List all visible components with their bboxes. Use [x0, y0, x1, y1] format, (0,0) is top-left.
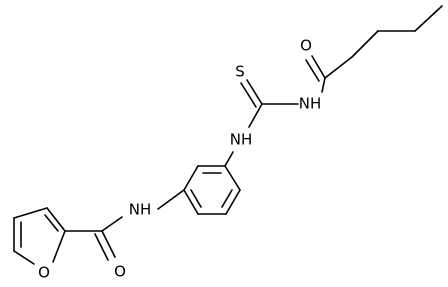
bond-carbonyl-top-double-a — [311, 55, 326, 79]
bond-carbonyl-to-nh — [321, 77, 326, 93]
atom-label-carbonyl-o-bottom: O — [114, 263, 126, 281]
bond-ring-4-5 — [183, 189, 199, 215]
bond-nh-amide-to-carbonyl — [101, 216, 123, 232]
bond-furan-c3-c4 — [13, 207, 48, 219]
bond-nh-left-to-ring — [224, 151, 234, 167]
bond-thione-double-b — [240, 82, 257, 108]
bond-carbonyl-bottom-double-b — [94, 233, 109, 261]
bond-pentyl-c5-c4 — [414, 5, 443, 32]
bond-thiourea-c-to-nh-left — [248, 103, 263, 128]
bond-pentyl-c2-c1 — [324, 56, 353, 79]
bond-ring-inner-right — [221, 189, 233, 208]
bond-carbonyl-bottom-double-a — [101, 230, 116, 258]
bond-ring-inner-left — [190, 189, 202, 208]
bond-thione-double-a — [246, 79, 263, 105]
bond-furan-c2-c3 — [46, 207, 66, 232]
bond-ring-to-nh-amide — [157, 189, 185, 210]
atom-label-carbonyl-o-top: O — [300, 37, 312, 55]
bond-pentyl-c3-c2 — [351, 30, 379, 58]
atom-label-furan-o: O — [38, 264, 50, 282]
atom-label-nh-thiourea-left: NH — [230, 131, 253, 149]
bond-furan-o-c2 — [52, 230, 66, 263]
atom-label-nh-amide: NH — [129, 201, 152, 219]
bond-ring-1-2 — [224, 165, 241, 191]
bond-furan-inner-c2-c3 — [44, 214, 59, 232]
bond-ring-2-3 — [225, 189, 241, 215]
bond-furan-c5-o — [13, 250, 35, 265]
bond-ring-5-6 — [183, 165, 199, 191]
atom-label-thione-s: S — [235, 63, 245, 81]
atom-label-nh-thiourea-right: NH — [299, 95, 322, 113]
bond-carbonyl-top-double-b — [305, 59, 320, 82]
